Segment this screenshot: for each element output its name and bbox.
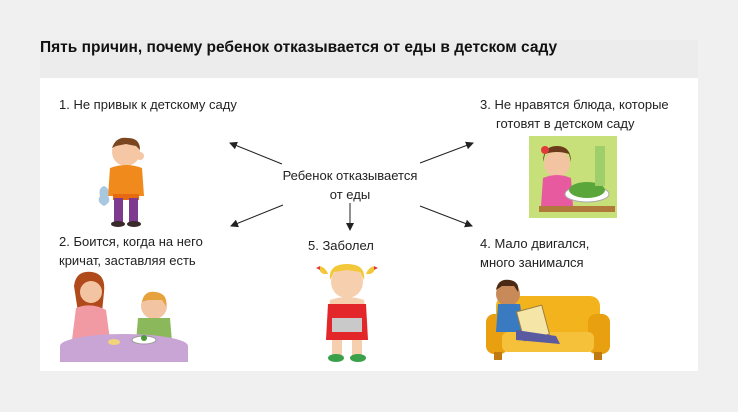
reason-2-label: 2. Боится, когда на него кричат, заставл… xyxy=(59,234,203,268)
page-title: Пять причин, почему ребенок отказывается… xyxy=(40,39,558,56)
header-band xyxy=(40,40,698,78)
boy-reading-illustration xyxy=(486,279,610,360)
mother-feeding-illustration xyxy=(60,271,188,362)
sick-child-illustration xyxy=(316,264,378,362)
reason-1-label: 1. Не привык к детскому саду xyxy=(59,97,237,112)
arrow-to-reason-4 xyxy=(419,205,473,228)
arrow-to-reason-2 xyxy=(230,204,284,228)
girl-with-salad-illustration xyxy=(529,136,617,218)
arrow-to-reason-1 xyxy=(229,141,283,165)
reason-5-label: 5. Заболел xyxy=(308,238,374,253)
reason-4-label: 4. Мало двигался, много занимался xyxy=(480,236,590,270)
reason-3-label: 3. Не нравятся блюда, которые готовят в … xyxy=(480,97,669,131)
shy-child-illustration xyxy=(98,137,144,227)
arrow-to-reason-3 xyxy=(419,141,474,164)
center-label: Ребенок отказывается от еды xyxy=(282,168,418,202)
